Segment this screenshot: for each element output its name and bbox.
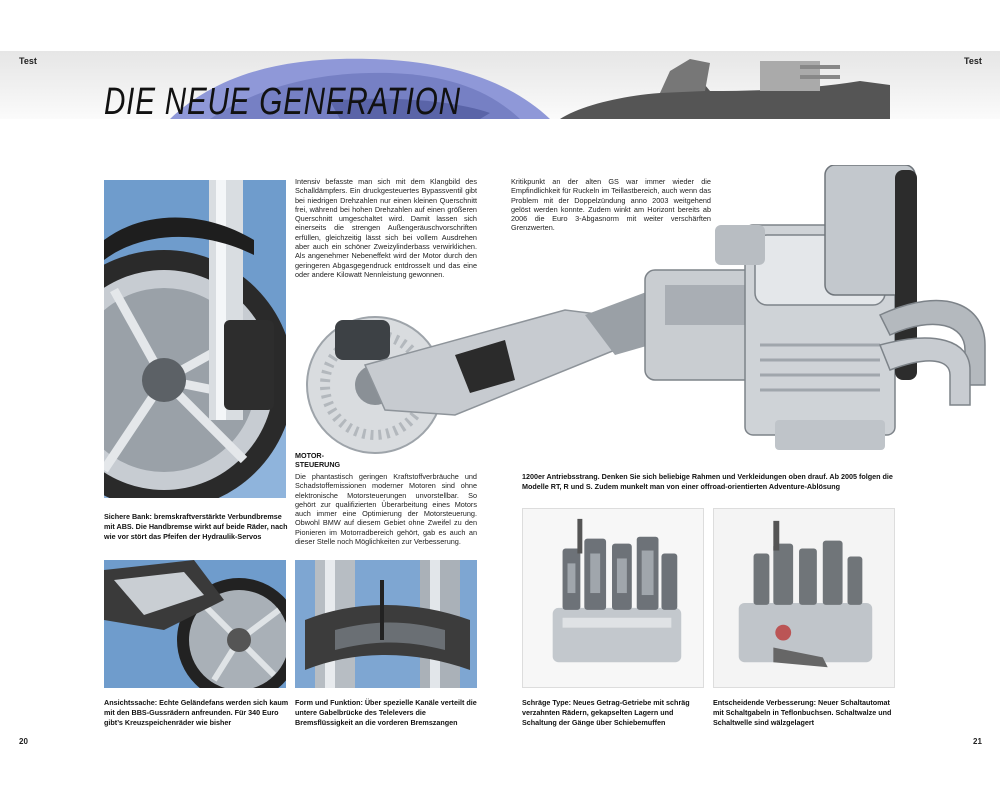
article-column-1: Intensiv befasste man sich mit dem Klang… — [295, 177, 477, 279]
caption-fork: Form und Funktion: Über spezielle Kanäle… — [295, 698, 477, 727]
subhead-motorsteuerung: MOTOR- STEUERUNG — [295, 451, 340, 469]
header-bike-photo — [170, 58, 550, 119]
header-bike-seat-photo — [560, 59, 890, 119]
subhead-line-1: MOTOR- — [295, 451, 325, 460]
article-column-2: Kritikpunkt an der alten GS war immer wi… — [511, 177, 711, 233]
caption-gearbox: Schräge Type: Neues Getrag-Getriebe mit … — [522, 698, 690, 727]
caption-wheel: Ansichtssache: Echte Geländefans werden … — [104, 698, 289, 727]
header-band — [0, 51, 1000, 119]
article-column-3: Die phantastisch geringen Kraftstoffverb… — [295, 472, 477, 547]
caption-brake: Sichere Bank: bremskraftverstärkte Verbu… — [104, 512, 288, 541]
photo-fork-bridge — [295, 560, 477, 688]
photo-rear-wheel — [104, 560, 286, 688]
caption-drivetrain: 1200er Antriebsstrang. Denken Sie sich b… — [522, 472, 893, 491]
subhead-line-2: STEUERUNG — [295, 460, 341, 469]
photo-shift-mechanism — [713, 508, 895, 688]
photo-front-brake — [104, 180, 286, 498]
photo-gearbox — [522, 508, 704, 688]
page-title: DIE NEUE GENERATION — [104, 81, 461, 123]
section-label-left: Test — [19, 56, 37, 66]
caption-shift-mechanism: Entscheidende Verbesserung: Neuer Schalt… — [713, 698, 892, 727]
illustration-drivetrain — [305, 165, 990, 465]
section-label-right: Test — [964, 56, 982, 66]
page-number-right: 21 — [973, 737, 982, 746]
page-number-left: 20 — [19, 737, 28, 746]
